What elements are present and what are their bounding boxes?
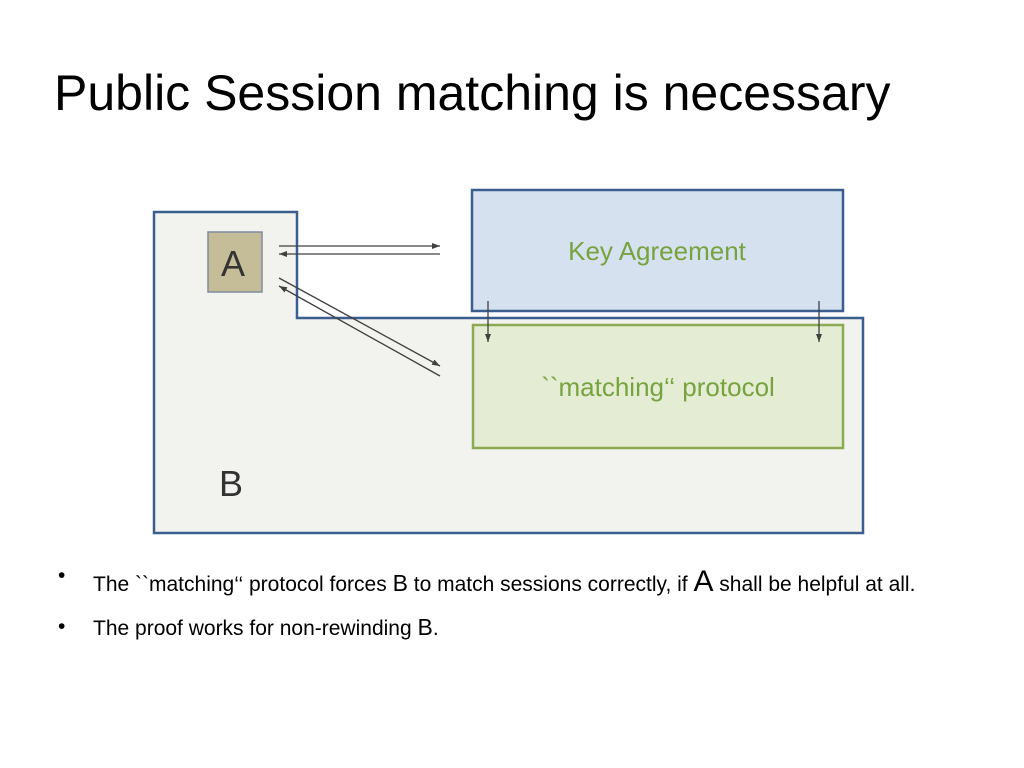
bullet-text: The proof works for non-rewinding (93, 617, 418, 640)
bullet-item: • The ``matching‘‘ protocol forces B to … (58, 562, 978, 601)
variable-a: A (693, 565, 714, 598)
bullet-text: The ``matching‘‘ protocol forces (93, 573, 393, 596)
bullet-text: to match sessions correctly, if (407, 573, 694, 596)
b-region-label: B (219, 463, 243, 504)
key-agreement-box (470, 188, 845, 313)
variable-b: B (392, 570, 408, 596)
arrow-matching-to-a (278, 285, 441, 377)
a-box (207, 231, 263, 293)
bullet-dot-icon: • (58, 615, 66, 638)
slide-title: Public Session matching is necessary (54, 65, 891, 121)
bullet-list: • The ``matching‘‘ protocol forces B to … (58, 562, 978, 655)
bullet-item: • The proof works for non-rewinding B. (58, 613, 978, 643)
matching-protocol-box (471, 323, 845, 450)
bullet-text: shall be helpful at all. (713, 573, 916, 596)
a-box-label: A (221, 243, 245, 284)
variable-b: B (417, 614, 433, 640)
bullet-dot-icon: • (58, 564, 66, 587)
matching-protocol-label: ``matching‘‘ protocol (541, 372, 775, 402)
arrow-a-to-matching (278, 277, 441, 367)
bullet-text: . (432, 617, 439, 640)
key-agreement-label: Key Agreement (568, 236, 747, 266)
